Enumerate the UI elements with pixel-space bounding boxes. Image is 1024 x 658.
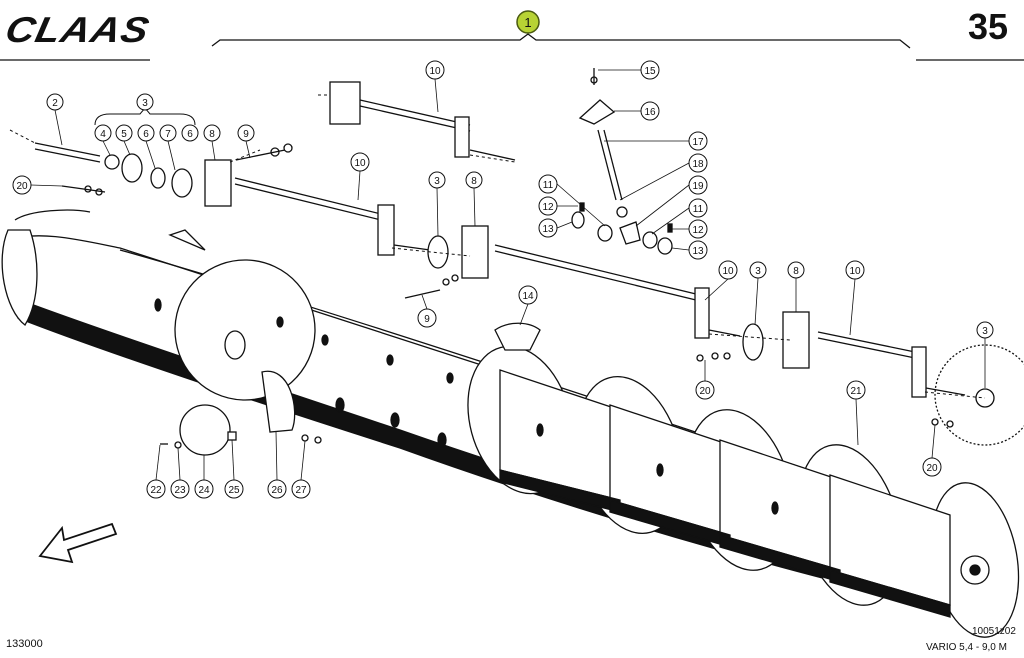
svg-text:9: 9 bbox=[243, 129, 249, 140]
tube-holes bbox=[154, 298, 779, 515]
svg-text:23: 23 bbox=[174, 485, 186, 496]
callout-13a: 13 bbox=[538, 218, 558, 238]
callout-18: 18 bbox=[688, 153, 708, 173]
callout-11a: 11 bbox=[538, 174, 558, 194]
leader-lines bbox=[9, 94, 986, 399]
svg-text:2: 2 bbox=[52, 98, 58, 109]
svg-text:13: 13 bbox=[692, 246, 704, 257]
callout-labels: 2 3 4 5 6 7 6 8 9 20 10 10 3 8 9 15 16 1… bbox=[12, 60, 994, 499]
model-range: VARIO 5,4 - 9,0 M bbox=[926, 642, 1007, 653]
svg-text:5: 5 bbox=[121, 129, 127, 140]
svg-text:11: 11 bbox=[543, 180, 554, 191]
svg-text:10: 10 bbox=[849, 266, 861, 277]
catalog-number: 133000 bbox=[6, 638, 43, 650]
callout-10d: 10 bbox=[845, 260, 865, 280]
svg-text:3: 3 bbox=[755, 266, 761, 277]
callout-24: 24 bbox=[194, 479, 214, 499]
callout-4: 4 bbox=[94, 124, 112, 142]
callout-9b: 9 bbox=[417, 308, 437, 328]
header-brace bbox=[0, 33, 1024, 61]
callout-22: 22 bbox=[146, 479, 166, 499]
svg-text:10: 10 bbox=[429, 66, 441, 77]
callout-8a: 8 bbox=[203, 124, 221, 142]
callout-12a: 12 bbox=[538, 196, 558, 216]
shafts-and-bearings bbox=[34, 68, 1024, 456]
svg-text:19: 19 bbox=[692, 181, 704, 192]
callout-26: 26 bbox=[267, 479, 287, 499]
svg-text:4: 4 bbox=[100, 129, 106, 140]
callout-15: 15 bbox=[640, 60, 660, 80]
svg-text:9: 9 bbox=[424, 314, 430, 325]
auger-flights bbox=[174, 259, 1020, 638]
svg-text:18: 18 bbox=[692, 159, 704, 170]
svg-text:8: 8 bbox=[209, 129, 215, 140]
callout-3d: 3 bbox=[976, 321, 994, 339]
svg-text:8: 8 bbox=[471, 176, 477, 187]
svg-text:7: 7 bbox=[165, 129, 171, 140]
callout-3: 3 bbox=[136, 93, 154, 111]
callout-3c: 3 bbox=[749, 261, 767, 279]
svg-text:3: 3 bbox=[142, 98, 148, 109]
callout-16: 16 bbox=[640, 101, 660, 121]
callout-23: 23 bbox=[170, 479, 190, 499]
callout-2: 2 bbox=[46, 93, 64, 111]
svg-text:6: 6 bbox=[187, 129, 193, 140]
svg-text:3: 3 bbox=[434, 176, 440, 187]
svg-text:20: 20 bbox=[926, 463, 938, 474]
callout-3b: 3 bbox=[428, 171, 446, 189]
svg-text:21: 21 bbox=[850, 386, 862, 397]
callout-19: 19 bbox=[688, 175, 708, 195]
callout-12b: 12 bbox=[688, 219, 708, 239]
group-badge[interactable]: 1 bbox=[516, 10, 540, 34]
svg-text:1: 1 bbox=[524, 15, 531, 30]
svg-text:24: 24 bbox=[198, 485, 210, 496]
svg-text:14: 14 bbox=[522, 291, 534, 302]
callout-8b: 8 bbox=[465, 171, 483, 189]
callout-10b: 10 bbox=[350, 152, 370, 172]
svg-text:10: 10 bbox=[722, 266, 734, 277]
svg-text:20: 20 bbox=[699, 386, 711, 397]
svg-text:6: 6 bbox=[143, 129, 149, 140]
callout-10a: 10 bbox=[425, 60, 445, 80]
callout-20a: 20 bbox=[12, 175, 32, 195]
callout-14: 14 bbox=[518, 285, 538, 305]
callout-20c: 20 bbox=[922, 457, 942, 477]
drawing-number: 10051z02 bbox=[972, 626, 1016, 637]
svg-text:22: 22 bbox=[150, 485, 162, 496]
svg-text:12: 12 bbox=[542, 202, 554, 213]
callout-7: 7 bbox=[159, 124, 177, 142]
callout-6b: 6 bbox=[181, 124, 199, 142]
svg-text:3: 3 bbox=[982, 326, 988, 337]
svg-text:11: 11 bbox=[693, 204, 704, 215]
svg-text:16: 16 bbox=[644, 107, 656, 118]
svg-text:10: 10 bbox=[354, 158, 366, 169]
callout-9a: 9 bbox=[237, 124, 255, 142]
svg-text:12: 12 bbox=[692, 225, 704, 236]
page-number: 35 bbox=[967, 6, 1008, 47]
callout-20b: 20 bbox=[695, 380, 715, 400]
svg-text:15: 15 bbox=[644, 66, 656, 77]
callout-leaders bbox=[30, 69, 986, 481]
svg-text:25: 25 bbox=[228, 485, 240, 496]
callout-5: 5 bbox=[115, 124, 133, 142]
callout-27: 27 bbox=[291, 479, 311, 499]
callout-21: 21 bbox=[846, 380, 866, 400]
svg-text:8: 8 bbox=[793, 266, 799, 277]
callout-17: 17 bbox=[688, 131, 708, 151]
callout-6a: 6 bbox=[137, 124, 155, 142]
svg-text:13: 13 bbox=[542, 224, 554, 235]
svg-text:17: 17 bbox=[692, 137, 704, 148]
direction-arrow bbox=[38, 522, 118, 564]
svg-text:27: 27 bbox=[295, 485, 307, 496]
callout-25: 25 bbox=[224, 479, 244, 499]
callout-8c: 8 bbox=[787, 261, 805, 279]
callout-11b: 11 bbox=[688, 198, 708, 218]
svg-text:20: 20 bbox=[16, 181, 28, 192]
callout-10c: 10 bbox=[718, 260, 738, 280]
svg-text:26: 26 bbox=[271, 485, 283, 496]
callout-13b: 13 bbox=[688, 240, 708, 260]
